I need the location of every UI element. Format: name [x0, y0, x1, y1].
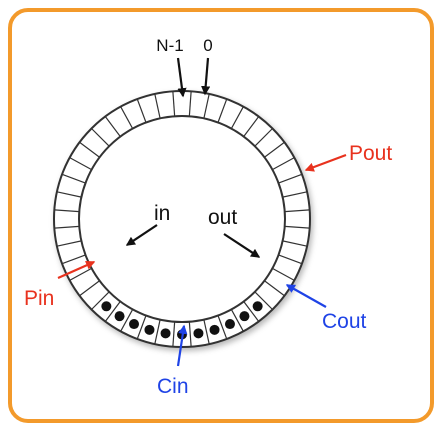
arrows: [57, 57, 347, 367]
ring-slot-divider: [120, 309, 134, 332]
filled-slot-dot: [252, 301, 263, 312]
ring-inner-edge: [78, 115, 286, 323]
label-zero: 0: [203, 36, 212, 55]
ring-slot-divider: [217, 98, 228, 123]
label-cout: Cout: [322, 310, 367, 333]
label-pout: Pout: [349, 142, 392, 165]
ring-slot-divider: [172, 321, 176, 347]
ring-slot-divider: [254, 291, 273, 310]
ring-slot-divider: [61, 254, 86, 265]
label-pin: Pin: [24, 287, 54, 310]
ring-slot-divider: [272, 267, 295, 281]
filled-slot-dot: [144, 324, 155, 335]
ring-slot-divider: [54, 209, 80, 213]
ring-slot-divider: [104, 301, 121, 322]
filled-slot-dot: [160, 328, 171, 339]
ring-slot-divider: [282, 240, 308, 247]
ring-slot-divider: [278, 254, 303, 265]
ring-slot-divider: [54, 225, 80, 229]
ring-slot-divider: [203, 319, 210, 345]
ring-slot-divider: [61, 173, 86, 184]
arrow-out: [223, 233, 261, 258]
ring-slot-divider: [188, 321, 192, 347]
label-in: in: [154, 202, 170, 225]
ring-slot-divider: [230, 106, 244, 129]
filled-slot-dot: [209, 324, 220, 335]
filled-slots: [101, 301, 263, 340]
arrow-zero: [201, 57, 211, 96]
ring-slot-divider: [79, 141, 100, 158]
ring-slot-divider: [272, 157, 295, 171]
ring-slot-divider: [136, 98, 147, 123]
arrow-pin: [57, 260, 96, 280]
ring-slot-divider: [264, 141, 285, 158]
filled-slot-dot: [193, 328, 204, 339]
ring-slot-divider: [69, 267, 92, 281]
ring-slot-divider: [56, 191, 82, 198]
filled-slot-dot: [239, 311, 250, 322]
ring-slot-divider: [264, 280, 285, 297]
filled-slot-dot: [101, 301, 112, 312]
ring-slot-divider: [284, 225, 310, 229]
ring-slot-divider: [203, 93, 210, 119]
ring-slot-divider: [284, 209, 310, 213]
filled-slot-dot: [129, 319, 140, 330]
ring-slot-divider: [154, 319, 161, 345]
ring-buffer: [53, 90, 311, 348]
ring-slot-divider: [188, 91, 192, 117]
ring-slot-divider: [217, 315, 228, 340]
arrow-pout: [304, 153, 347, 172]
ring-slot-divider: [136, 315, 147, 340]
ring-slot-divider: [120, 106, 134, 129]
arrow-in: [125, 224, 158, 246]
filled-slot-dot: [114, 311, 125, 322]
label-out: out: [208, 206, 237, 229]
ring-slot-divider: [278, 173, 303, 184]
label-n-minus-1: N-1: [156, 36, 183, 55]
arrow-n-minus-1: [176, 57, 187, 98]
filled-slot-dot: [224, 319, 235, 330]
arrow-cout: [285, 284, 327, 308]
ring-slot-divider: [254, 128, 273, 147]
ring-slot-divider: [56, 240, 82, 247]
ring-slot-divider: [79, 280, 100, 297]
ring-slot-divider: [230, 309, 244, 332]
ring-slot-divider: [243, 116, 260, 137]
ring-slot-divider: [69, 157, 92, 171]
ring-slot-dividers: [54, 91, 310, 347]
ring-slot-divider: [243, 301, 260, 322]
label-cin: Cin: [157, 375, 189, 398]
ring-slot-divider: [104, 116, 121, 137]
ring-slot-divider: [91, 128, 110, 147]
ring-slot-divider: [172, 91, 176, 117]
ring-slot-divider: [91, 291, 110, 310]
ring-slot-divider: [154, 93, 161, 119]
arrow-cin: [176, 324, 188, 367]
ring-slot-divider: [282, 191, 308, 198]
